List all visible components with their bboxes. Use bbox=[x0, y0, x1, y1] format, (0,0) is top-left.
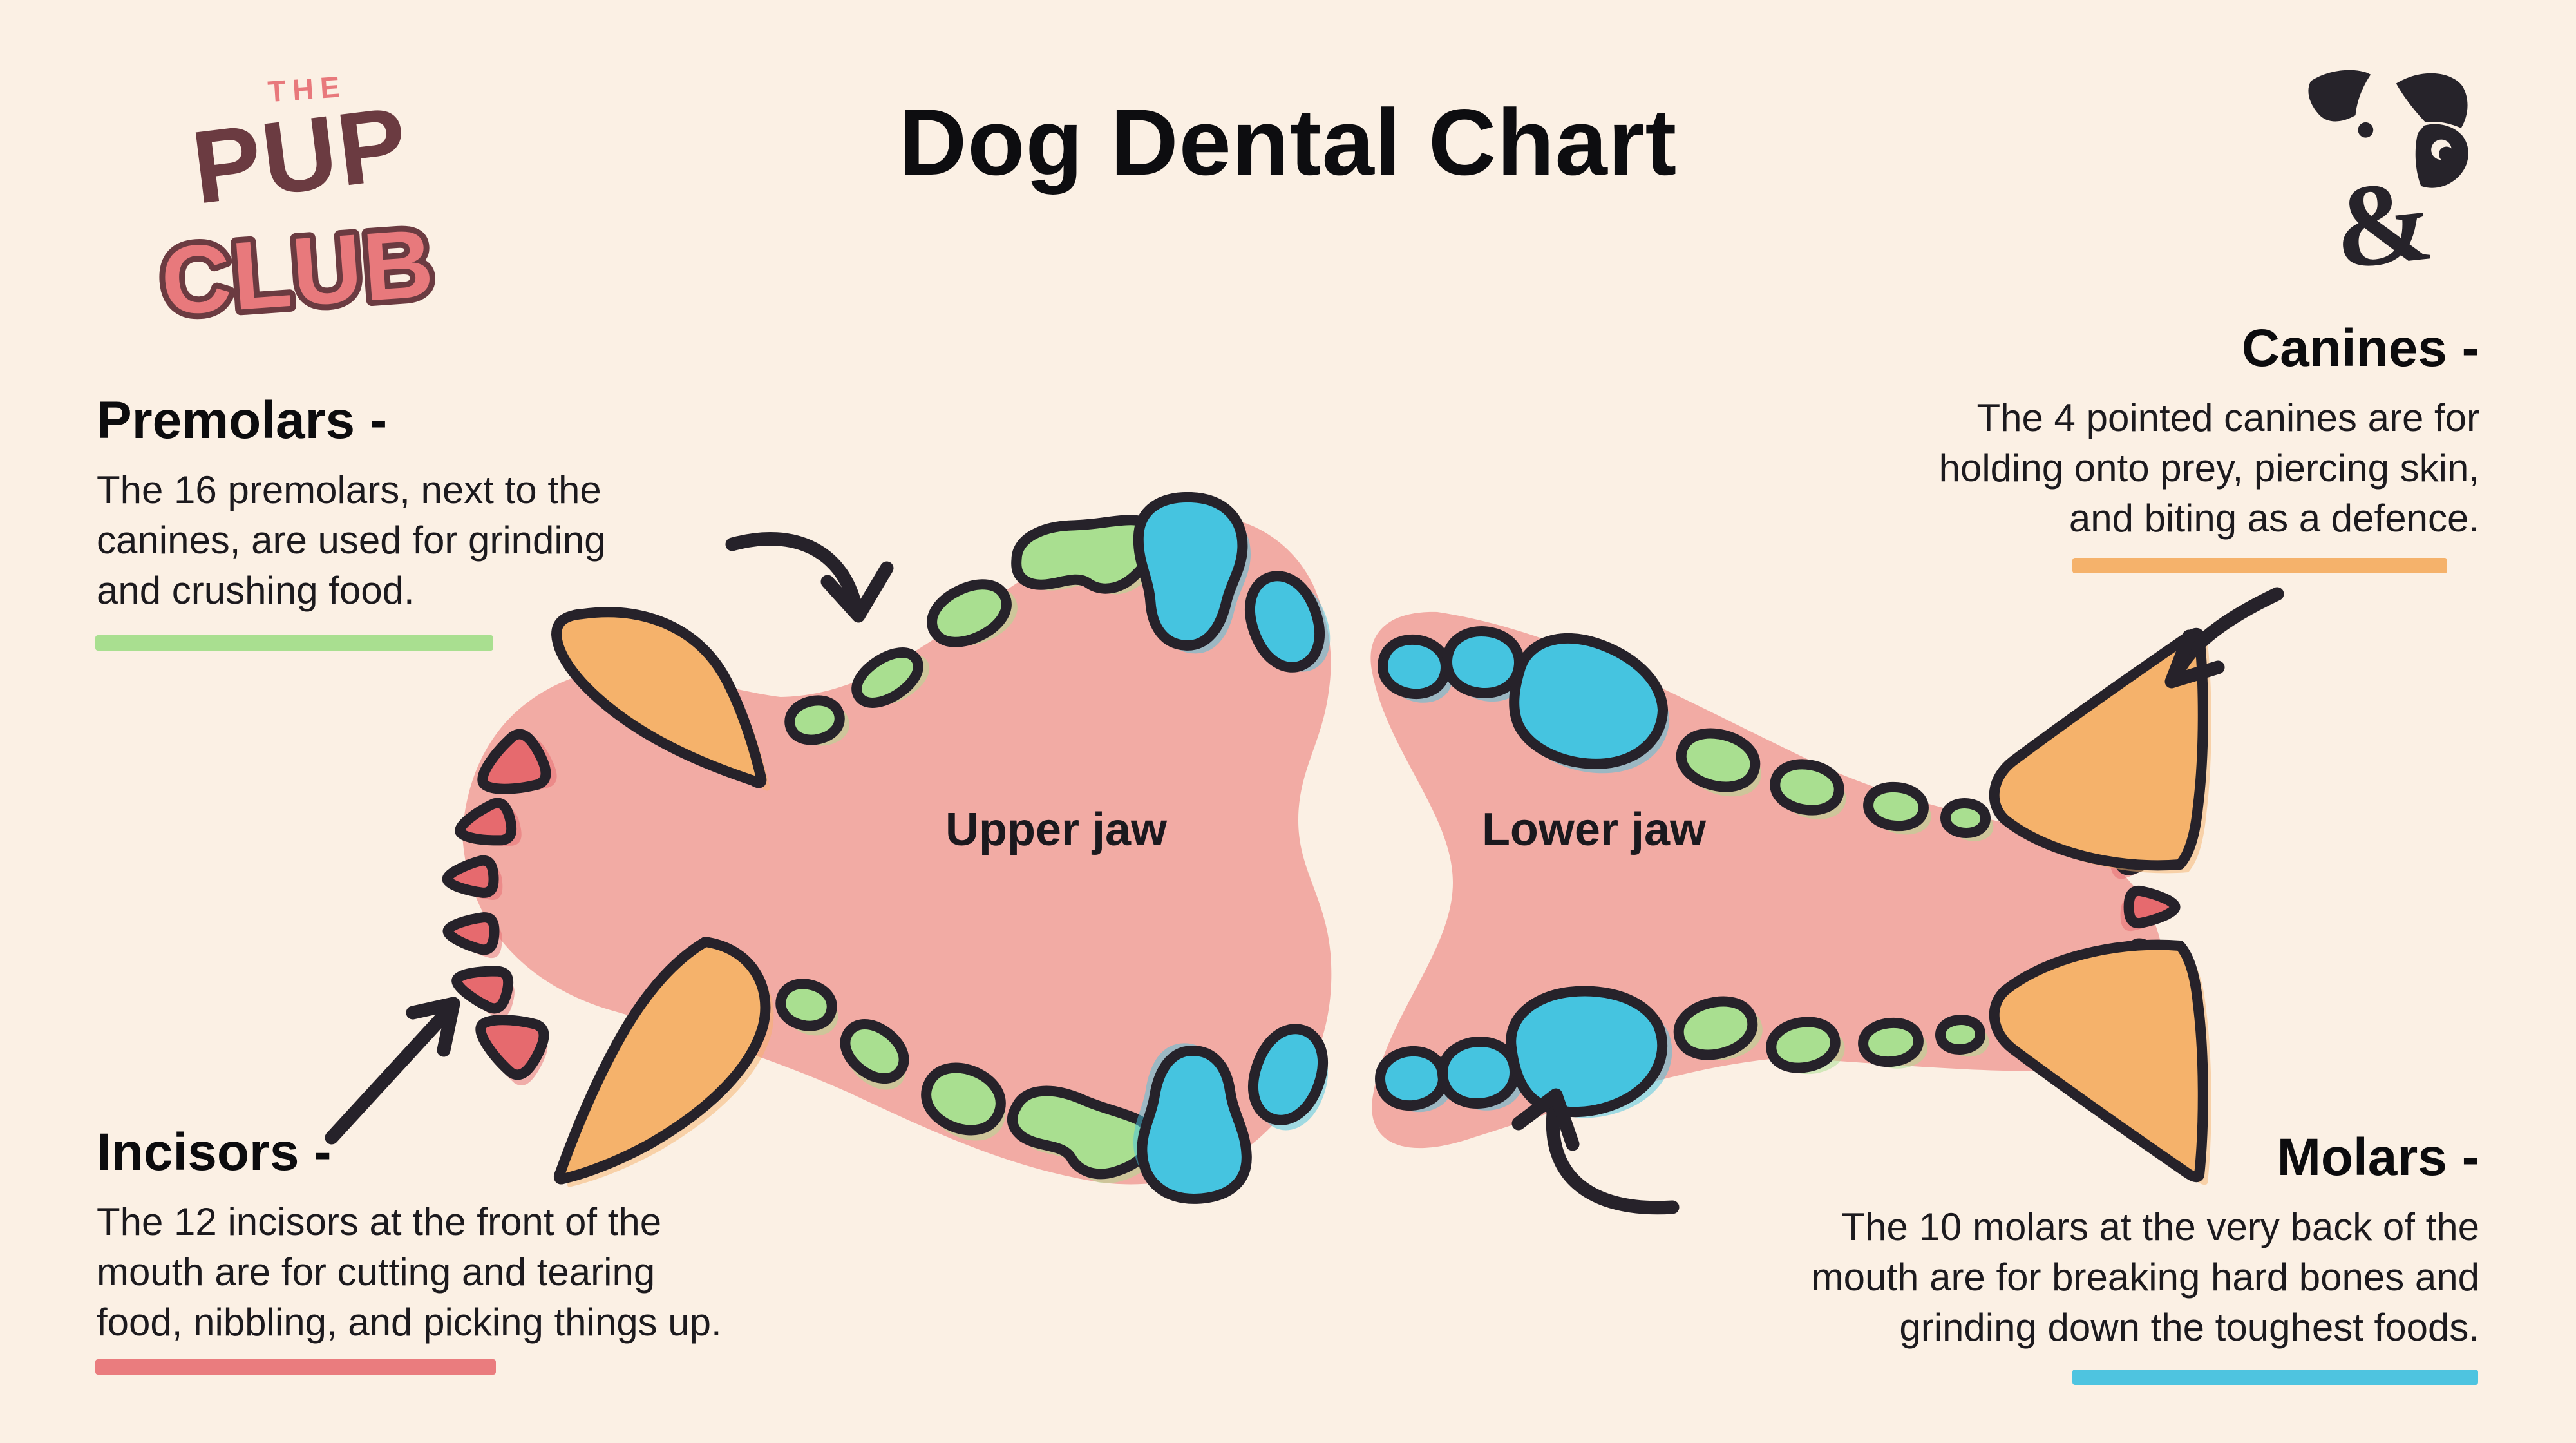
premolars-section: Premolars - The 16 premolars, next to th… bbox=[97, 391, 606, 616]
molars-underline bbox=[2072, 1370, 2478, 1385]
canines-line-3: and biting as a defence. bbox=[2069, 497, 2479, 540]
dog-right-ear-icon bbox=[2396, 73, 2468, 128]
lower-molar-5 bbox=[1437, 1037, 1524, 1111]
dog-left-eye-icon bbox=[2358, 122, 2374, 138]
lower-premolar-4 bbox=[1940, 798, 1994, 841]
lower-premolar-6 bbox=[1766, 1017, 1845, 1075]
incisors-section: Incisors - The 12 incisors at the front … bbox=[97, 1123, 722, 1348]
upper-molar-1 bbox=[1133, 492, 1251, 654]
dog-face-icon: & bbox=[2308, 70, 2468, 281]
lower-canine-top bbox=[1989, 627, 2211, 874]
premolars-underline bbox=[95, 635, 493, 651]
lower-incisor-3 bbox=[2120, 885, 2181, 932]
molars-line-1: The 10 molars at the very back of the bbox=[1841, 1205, 2480, 1249]
molars-arrow bbox=[1511, 1088, 1680, 1215]
logo-club: CLUB bbox=[158, 208, 438, 335]
canines-heading: Canines - bbox=[2241, 319, 2479, 377]
upper-molar-3 bbox=[1133, 1043, 1252, 1204]
upper-incisor-3 bbox=[442, 855, 503, 900]
incisors-arrow bbox=[325, 997, 460, 1145]
logo-pup: PUP bbox=[186, 84, 414, 225]
premolars-line-2: canines, are used for grinding bbox=[97, 519, 606, 562]
canines-line-2: holding onto prey, piercing skin, bbox=[1938, 446, 2479, 490]
molars-heading: Molars - bbox=[2277, 1128, 2479, 1187]
premolars-heading: Premolars - bbox=[97, 391, 388, 450]
upper-premolar-1 bbox=[784, 695, 849, 746]
logo-the: THE bbox=[267, 70, 347, 108]
incisors-underline bbox=[95, 1359, 496, 1375]
dog-left-ear-icon bbox=[2308, 70, 2371, 122]
pup-club-logo: THE PUP CLUB bbox=[152, 70, 444, 340]
upper-jaw-label: Upper jaw bbox=[945, 804, 1168, 855]
canines-underline bbox=[2072, 558, 2447, 573]
premolars-line-1: The 16 premolars, next to the bbox=[97, 468, 601, 512]
page-title: Dog Dental Chart bbox=[898, 90, 1678, 195]
dog-right-eye-pupil-icon bbox=[2439, 146, 2454, 162]
canines-arrow bbox=[2164, 587, 2284, 689]
incisors-line-1: The 12 incisors at the front of the bbox=[97, 1200, 662, 1244]
lower-premolar-3 bbox=[1863, 781, 1931, 835]
upper-premolar-2 bbox=[851, 647, 929, 708]
molars-section: Molars - The 10 molars at the very back … bbox=[1811, 1128, 2480, 1353]
upper-premolar-4 bbox=[1011, 515, 1164, 595]
upper-incisor-1 bbox=[477, 729, 557, 794]
upper-premolar-6 bbox=[840, 1019, 909, 1090]
lower-molar-4 bbox=[1375, 1046, 1453, 1113]
upper-incisor-6 bbox=[475, 1015, 549, 1086]
upper-canine-bottom bbox=[553, 937, 774, 1187]
upper-incisor-4 bbox=[442, 912, 502, 959]
upper-incisor-2 bbox=[455, 798, 522, 846]
upper-premolar-7 bbox=[921, 1062, 1006, 1141]
lower-jaw-label: Lower jaw bbox=[1481, 804, 1707, 855]
incisors-heading: Incisors - bbox=[97, 1123, 332, 1181]
upper-incisor-5 bbox=[451, 966, 515, 1018]
ampersand-icon: & bbox=[2327, 153, 2439, 281]
premolars-line-3: and crushing food. bbox=[97, 569, 415, 613]
upper-premolar-3 bbox=[927, 579, 1018, 647]
upper-premolar-5 bbox=[775, 979, 838, 1036]
lower-premolar-5 bbox=[1673, 996, 1763, 1060]
premolars-arrow bbox=[725, 532, 894, 623]
lower-canine-bottom bbox=[1989, 939, 2211, 1185]
lower-molar-6 bbox=[1506, 986, 1672, 1118]
molars-line-2: mouth are for breaking hard bones and bbox=[1811, 1256, 2479, 1299]
upper-premolar-8 bbox=[1007, 1085, 1159, 1183]
lower-molar-3 bbox=[1509, 633, 1670, 774]
lower-premolar-8 bbox=[1935, 1015, 1989, 1057]
upper-canine-top bbox=[551, 607, 770, 791]
incisors-line-3: food, nibbling, and picking things up. bbox=[97, 1301, 722, 1344]
canines-line-1: The 4 pointed canines are for bbox=[1976, 396, 2480, 440]
lower-molar-1 bbox=[1378, 635, 1453, 703]
lower-premolar-7 bbox=[1858, 1017, 1927, 1069]
upper-molar-2 bbox=[1245, 571, 1331, 673]
canines-section: Canines - The 4 pointed canines are for … bbox=[1938, 319, 2480, 544]
upper-molar-4 bbox=[1248, 1024, 1328, 1131]
lower-premolar-1 bbox=[1676, 728, 1761, 797]
molars-line-3: grinding down the toughest foods. bbox=[1899, 1306, 2479, 1350]
lower-premolar-2 bbox=[1770, 759, 1846, 819]
incisors-line-2: mouth are for cutting and tearing bbox=[97, 1250, 656, 1294]
